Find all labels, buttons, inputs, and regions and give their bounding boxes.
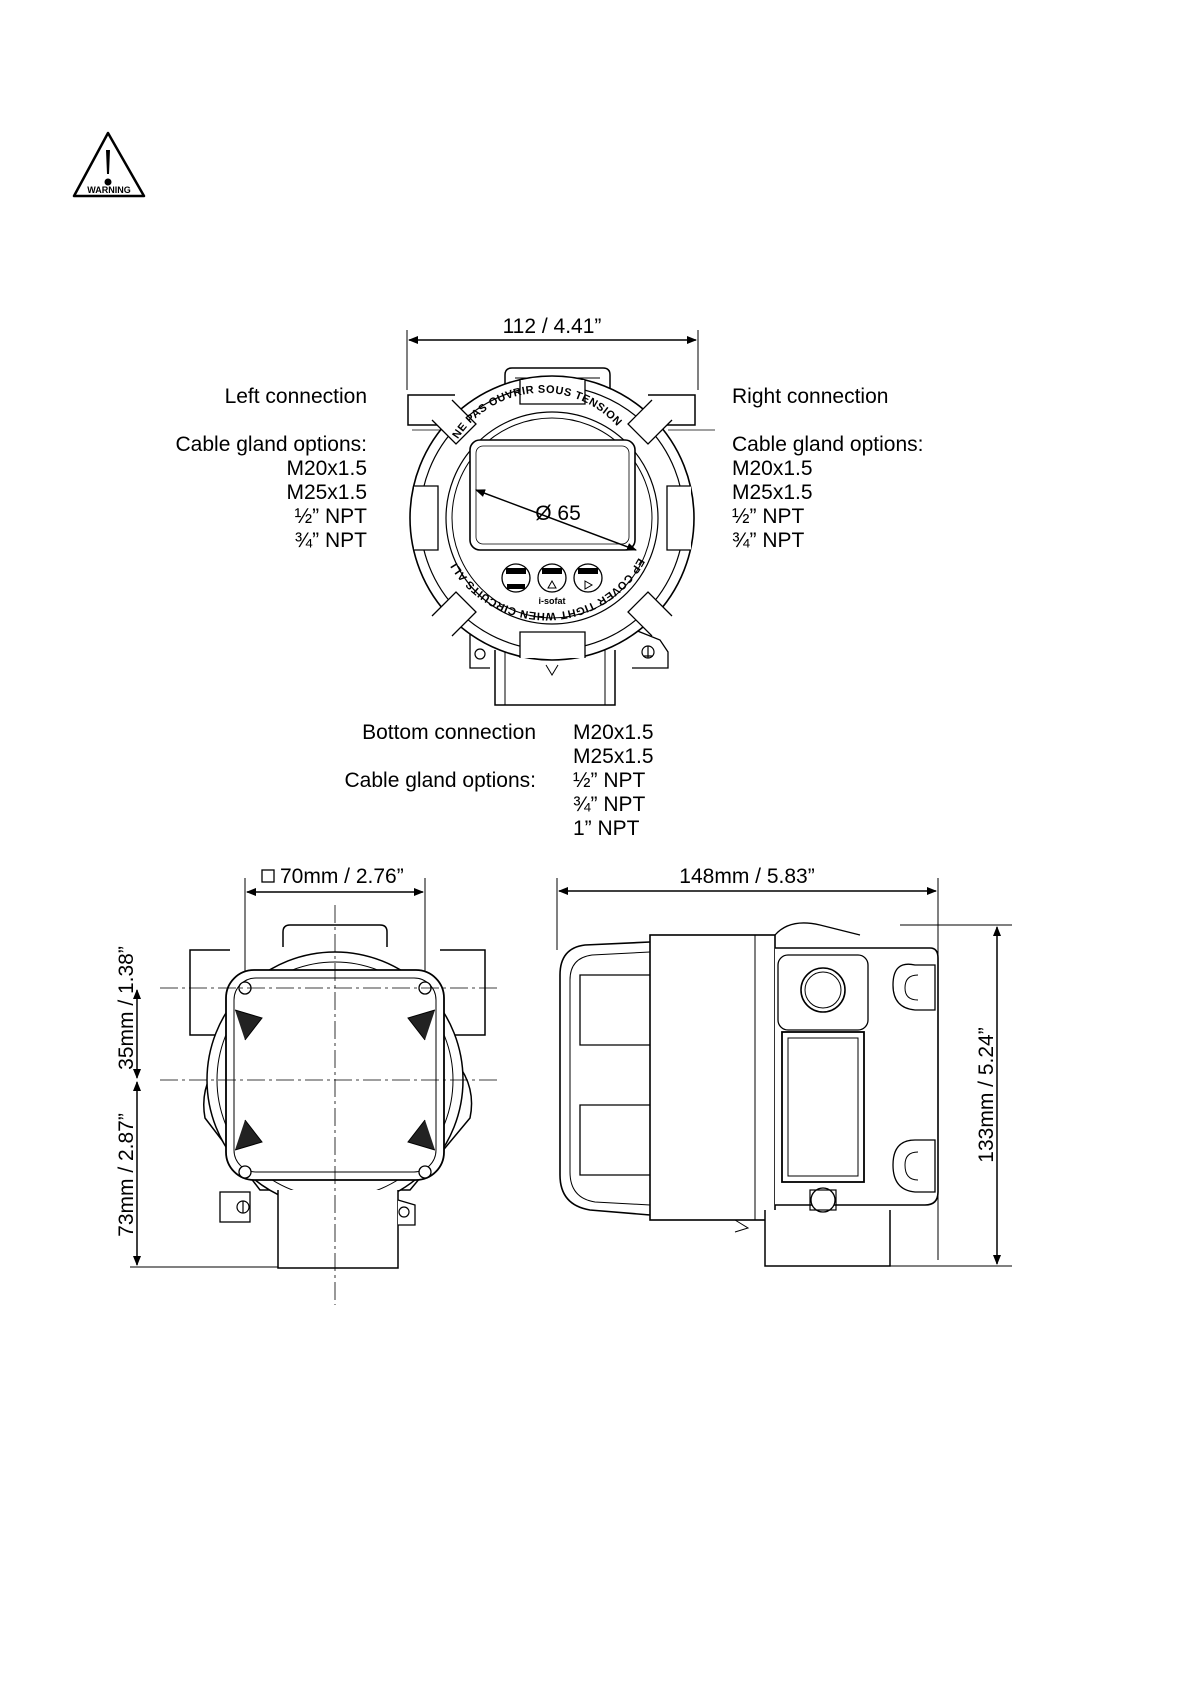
left-connection-title: Left connection (225, 385, 367, 408)
bottom-option: ½” NPT (573, 769, 646, 792)
right-option: ¾” NPT (732, 529, 805, 552)
bottom-options-label: Cable gland options: (345, 769, 536, 792)
warning-label: WARNING (87, 185, 131, 195)
left-option: M25x1.5 (286, 481, 367, 504)
right-option: M25x1.5 (732, 481, 813, 504)
side-view: 148mm / 5.83” 133mm / 5.24” (556, 865, 1012, 1267)
right-connection: Right connection Cable gland options: M2… (732, 385, 923, 552)
right-option: ½” NPT (732, 505, 805, 528)
upper-dim: 35mm / 1.38” (115, 946, 138, 1070)
bottom-option: M25x1.5 (573, 745, 654, 768)
front-view: 112 / 4.41” (0, 0, 715, 706)
left-connection: Left connection Cable gland options: M20… (176, 385, 368, 552)
bottom-connection-title: Bottom connection (362, 721, 536, 744)
right-connection-title: Right connection (732, 385, 888, 408)
bottom-option: ¾” NPT (573, 793, 646, 816)
right-options-label: Cable gland options: (732, 433, 923, 456)
warning-icon: WARNING (72, 131, 146, 198)
back-view: 70mm / 2.76” 35mm / 1.38” (115, 865, 500, 1305)
left-option: ½” NPT (295, 505, 368, 528)
left-options-label: Cable gland options: (176, 433, 367, 456)
side-height-dim: 133mm / 5.24” (975, 1027, 998, 1162)
bottom-connection: Bottom connection Cable gland options: M… (345, 721, 654, 840)
side-width-dim: 148mm / 5.83” (679, 865, 814, 888)
front-width-dim: 112 / 4.41” (503, 315, 602, 338)
brand-label: i-sofat (539, 596, 566, 606)
front-buttons: i-sofat (501, 563, 603, 606)
right-option: M20x1.5 (732, 457, 813, 480)
bottom-option: M20x1.5 (573, 721, 654, 744)
left-option: M20x1.5 (286, 457, 367, 480)
diameter-dim: Ø 65 (535, 502, 581, 525)
left-option: ¾” NPT (295, 529, 368, 552)
square-dim: 70mm / 2.76” (280, 865, 404, 888)
lower-dim: 73mm / 2.87” (115, 1113, 138, 1237)
bottom-option: 1” NPT (573, 817, 640, 840)
